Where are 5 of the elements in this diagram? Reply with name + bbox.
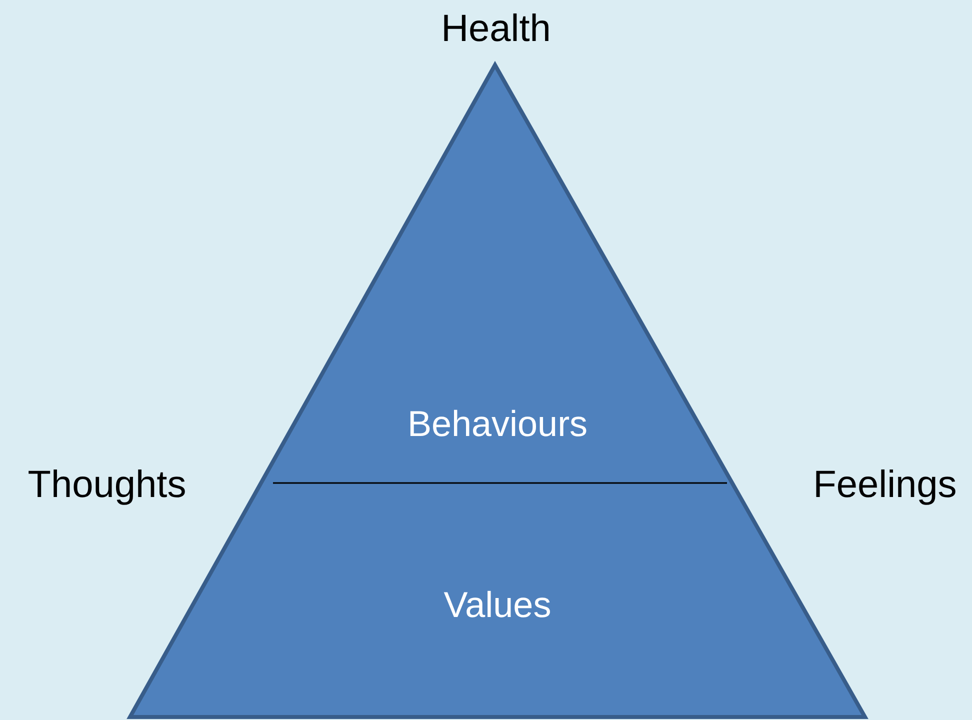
layer-label: Behaviours bbox=[407, 406, 588, 442]
side-label: Feelings bbox=[813, 466, 957, 504]
layer-label: Values bbox=[444, 587, 552, 623]
side-label: Thoughts bbox=[28, 466, 186, 504]
apex-label: Health bbox=[441, 10, 551, 48]
